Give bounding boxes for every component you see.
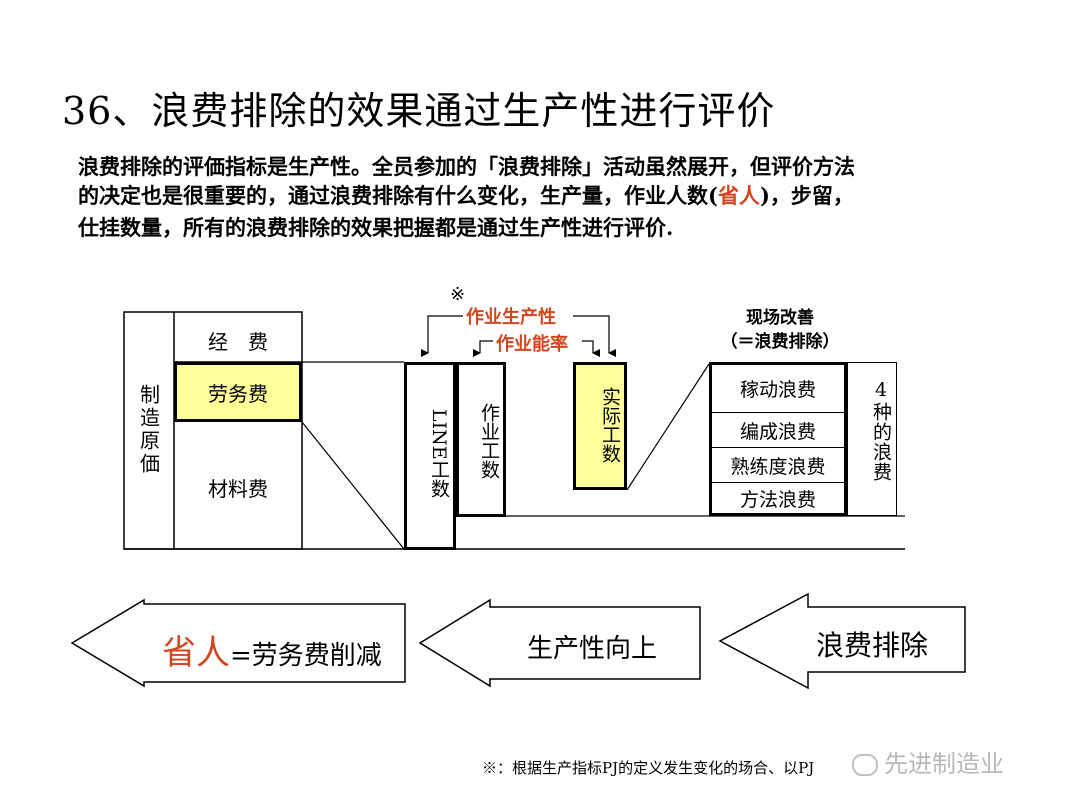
arrow-middle-label: 生产性向上 xyxy=(527,634,658,664)
intro-line-2-a: 的决定也是很重要的，通过浪费排除有什么变化，生产量，作业人数( xyxy=(78,183,718,208)
labor-cost-cell: 劳务费 xyxy=(174,362,302,422)
four-waste-box: 4种的浪费 xyxy=(847,362,897,516)
actual-hours-label: 实际工数 xyxy=(599,387,621,463)
productivity-label-text: 作业生产性 xyxy=(466,307,556,328)
intro-line-1: 浪费排除的评価指标是生产性。全员参加的「浪费排除」活动虽然展开，但评价方法 xyxy=(78,154,855,179)
intro-line-2: 的决定也是很重要的，通过浪费排除有什么变化，生产量，作业人数(省人)，步留， xyxy=(78,180,854,210)
productivity-label: 作业生产性 xyxy=(466,303,556,329)
material-cost-cell: 材料费 xyxy=(208,476,268,501)
footnote: ※：根据生产指标PJ的定义发生变化的场合、以PJ xyxy=(482,759,815,777)
watermark-text: 先进制造业 xyxy=(884,750,1004,778)
intro-line-2-b: )，步留， xyxy=(759,183,854,208)
arrow-right-label: 浪费排除 xyxy=(816,629,929,662)
intro-line-3: 仕挂数量，所有的浪费排除的效果把握都是通过生产性进行评价. xyxy=(78,215,674,240)
waste-list-box: 稼动浪费 编成浪费 熟练度浪费 方法浪费 xyxy=(709,362,847,516)
intro-highlight-shengren: 省人 xyxy=(717,183,760,208)
efficiency-label: 作业能率 xyxy=(496,330,568,356)
kaizen-heading-line2: （＝浪费排除） xyxy=(720,332,840,352)
line-hours-box: LINE工数 xyxy=(404,362,456,550)
arrow-left-label: 省人=劳务费削减 xyxy=(162,625,382,674)
waste-item: 方法浪费 xyxy=(739,488,816,511)
work-hours-box: 作业工数 xyxy=(456,362,506,517)
asterisk-mark: ※ xyxy=(450,284,466,305)
kaizen-heading-line1: 现场改善 xyxy=(746,308,814,328)
waste-item: 稼动浪费 xyxy=(712,365,844,413)
wechat-icon xyxy=(852,754,878,776)
work-hours-label: 作业工数 xyxy=(478,403,500,479)
arrow-middle-shape xyxy=(418,598,701,688)
actual-hours-box: 实际工数 xyxy=(573,362,627,490)
slide-title: 36、浪费排除的效果通过生产性进行评价 xyxy=(62,89,776,133)
arrow-left-rest: =劳务费削减 xyxy=(230,641,382,671)
waste-item: 编成浪费 xyxy=(712,413,844,448)
arrow-left-shape xyxy=(70,598,406,688)
cost-header: 经 费 xyxy=(208,329,268,354)
arrow-right-shape xyxy=(718,592,966,690)
arrow-left-highlight: 省人 xyxy=(162,633,230,673)
waste-item: 熟练度浪费 xyxy=(712,448,844,483)
efficiency-label-text: 作业能率 xyxy=(496,334,568,355)
four-waste-label: 4种的浪费 xyxy=(870,379,892,482)
line-hours-label: LINE工数 xyxy=(428,409,450,498)
watermark: 先进制造业 xyxy=(852,744,1004,779)
manufacturing-cost-label: 制造原価 xyxy=(136,384,161,476)
